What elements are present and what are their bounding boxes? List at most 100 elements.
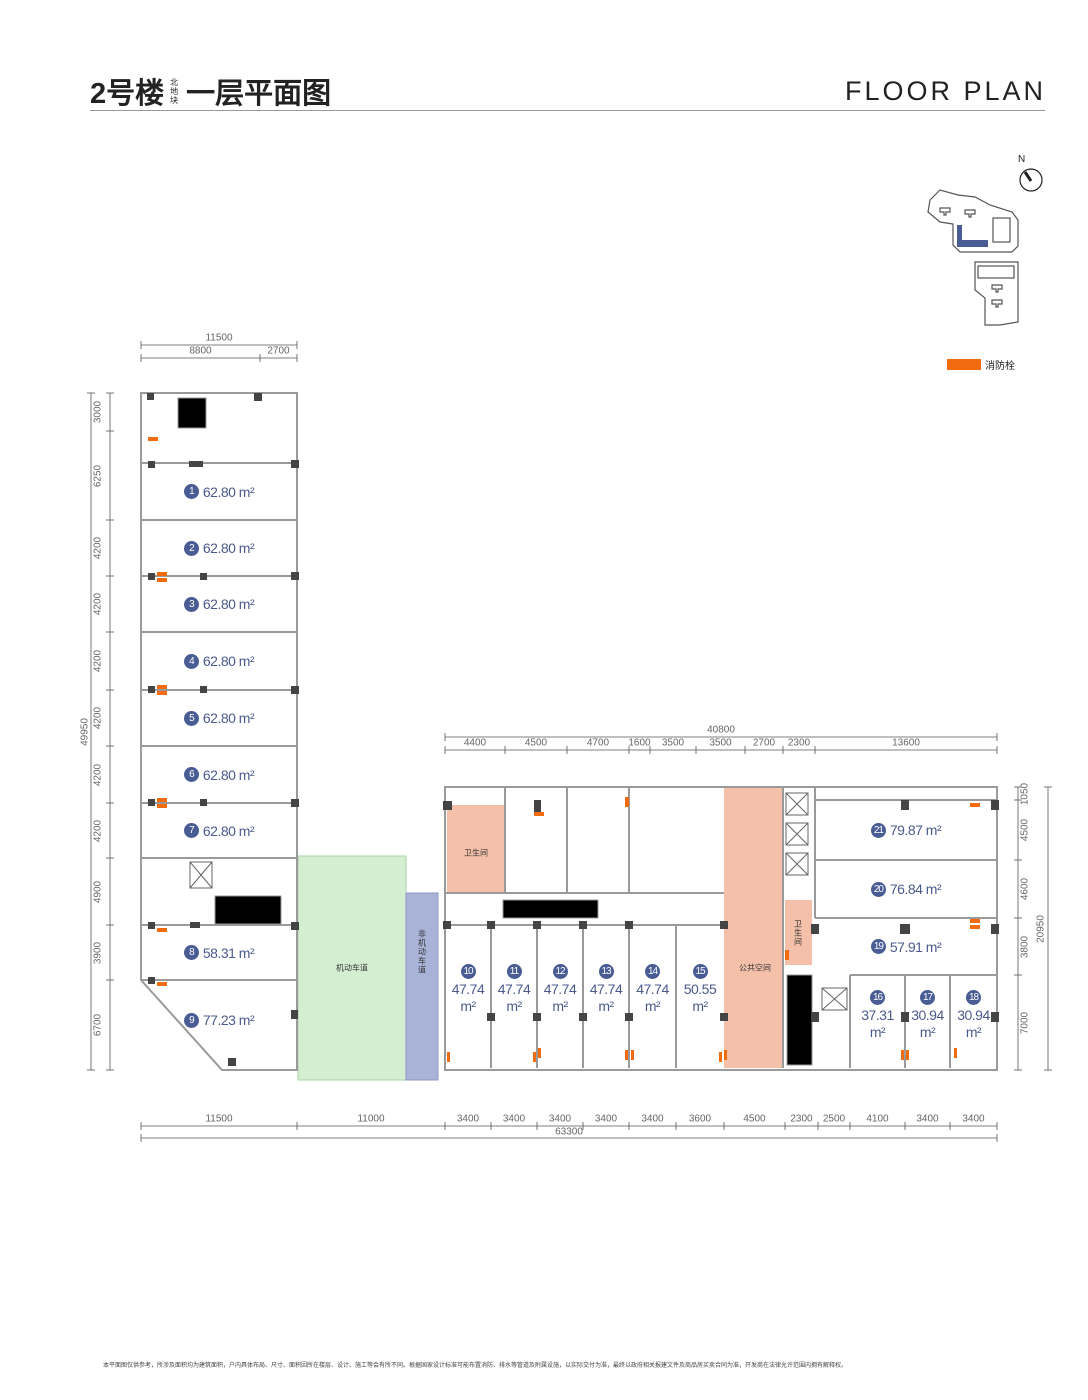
toilet-label: 卫生间 xyxy=(464,848,488,858)
dimension-label: 7000 xyxy=(1019,1011,1031,1034)
unit-area-suffix: m² xyxy=(598,998,614,1014)
unit-area: 76.84 m² xyxy=(889,881,942,897)
vehicle-lane-label: 机动车道 xyxy=(336,963,368,973)
dimension-label: 6700 xyxy=(92,1013,104,1037)
dimension-label: 2500 xyxy=(822,1113,846,1125)
dimension-label: 3400 xyxy=(456,1113,480,1125)
dimension-label: 4200 xyxy=(92,649,104,673)
public-space-zone xyxy=(724,787,783,1068)
dimension-label: 1600 xyxy=(628,737,651,749)
building-location-marker xyxy=(957,225,988,247)
unit-number-badge: 9 xyxy=(183,1012,199,1028)
unit-number-badge: 3 xyxy=(183,596,199,612)
legend: 消防栓 xyxy=(947,357,1015,372)
toilet-zone xyxy=(447,805,505,893)
dimension-label: 11500 xyxy=(205,1113,233,1125)
unit-number-badge: 2 xyxy=(183,540,199,556)
unit-number-badge: 19 xyxy=(870,939,886,954)
dimension-label: 3500 xyxy=(709,737,732,749)
unit-area: 79.87 m² xyxy=(889,822,942,838)
dimension-label: 2300 xyxy=(790,1113,813,1125)
unit-area: 58.31 m² xyxy=(202,944,255,961)
columns xyxy=(147,393,999,1066)
unit-number-badge: 20 xyxy=(870,881,886,897)
unit-area: 47.74 xyxy=(451,981,485,997)
block-char: 地 xyxy=(170,86,179,96)
unit-area-suffix: m² xyxy=(552,998,568,1014)
dimension-label: 3400 xyxy=(962,1113,985,1125)
dimension-label: 63300 xyxy=(555,1126,583,1138)
elevators xyxy=(189,792,848,1011)
unit-number-badge: 5 xyxy=(183,710,199,726)
unit-area: 62.80 m² xyxy=(202,596,255,612)
unit-number-badge: 13 xyxy=(598,964,614,979)
unit-area-suffix: m² xyxy=(644,998,661,1014)
dimension-label: 4200 xyxy=(92,819,104,842)
unit-number-badge: 16 xyxy=(870,990,885,1005)
dimension-label: 4200 xyxy=(92,592,104,616)
bike-lane-zone xyxy=(405,892,439,1081)
dimension-label: 4200 xyxy=(92,763,104,786)
unit-area: 47.74 xyxy=(497,981,531,997)
dimension-label: 2700 xyxy=(267,345,290,357)
unit-area: 77.23 m² xyxy=(202,1012,255,1028)
unit-area-suffix: m² xyxy=(460,998,476,1014)
dimension-label: 1050 xyxy=(1019,782,1031,805)
unit-number-badge: 10 xyxy=(460,964,476,979)
block-label: 北 地 块 xyxy=(170,78,178,105)
header-divider xyxy=(90,110,1045,111)
dimension-label: 3900 xyxy=(92,941,104,964)
dimension-label: 3500 xyxy=(661,737,685,749)
dimension-label: 3600 xyxy=(688,1113,712,1125)
dimension-label: 8800 xyxy=(189,345,212,357)
unit-area-suffix: m² xyxy=(506,998,522,1014)
unit-area: 30.94 xyxy=(957,1007,990,1023)
unit-area-suffix: m² xyxy=(919,1024,936,1040)
unit-area: 37.31 xyxy=(861,1007,894,1023)
site-map xyxy=(927,189,1019,326)
dimension-label: 49950 xyxy=(79,717,91,746)
dimension-label: 4100 xyxy=(866,1113,889,1125)
footnote: 本平面图仅供参考，所涉及面积均为建筑面积，户内具体布局、尺寸、面积因所在楼层、设… xyxy=(103,1363,848,1369)
unit-area: 57.91 m² xyxy=(889,938,942,955)
unit-number-badge: 21 xyxy=(870,822,886,838)
unit-area: 62.80 m² xyxy=(202,822,255,839)
dimension-label: 2700 xyxy=(752,737,776,749)
unit-area: 30.94 xyxy=(911,1007,944,1023)
dimension-label: 11000 xyxy=(357,1113,385,1125)
compass-icon xyxy=(1019,168,1043,192)
floor-title: 一层平面图 xyxy=(186,78,332,110)
dimension-label: 3400 xyxy=(502,1113,526,1125)
building-number: 2号楼 xyxy=(90,78,165,110)
unit-number-badge: 11 xyxy=(506,964,522,979)
unit-area: 62.80 m² xyxy=(202,653,255,669)
block-char: 北 xyxy=(170,77,179,87)
dimension-label: 4600 xyxy=(1019,877,1031,901)
unit-number-badge: 1 xyxy=(183,484,199,499)
unit-area: 47.74 xyxy=(589,981,623,997)
unit-area: 50.55 xyxy=(683,981,717,997)
unit-area: 47.74 xyxy=(636,981,669,997)
dimension-label: 3400 xyxy=(916,1113,939,1125)
dimension-label: 40800 xyxy=(707,724,735,736)
unit-area: 62.80 m² xyxy=(202,766,255,783)
unit-number-badge: 14 xyxy=(645,964,660,979)
unit-number-badge: 6 xyxy=(183,767,199,782)
dimension-label: 3800 xyxy=(1019,935,1031,958)
dimension-label: 2300 xyxy=(787,737,811,749)
unit-number-badge: 17 xyxy=(920,990,935,1005)
fire-hydrant-swatch xyxy=(947,359,981,370)
dimension-lines xyxy=(87,341,1052,1142)
